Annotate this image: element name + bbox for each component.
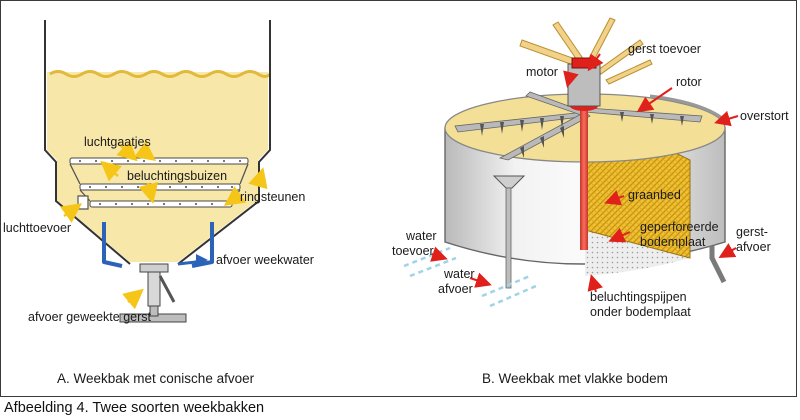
- arrow-ringsteunen-1: [223, 186, 247, 206]
- label-geperforeerde: geperforeerde: [640, 220, 719, 234]
- label-afvoer-weekwater: afvoer weekwater: [216, 253, 314, 267]
- tank-a-grain-surface: [49, 70, 272, 78]
- arrow-luchtgaatjes-1: [116, 140, 138, 162]
- arrow-motor: [563, 70, 579, 88]
- arrow-water-afvoer: [469, 272, 492, 288]
- label-ringsteunen: ringsteunen: [240, 190, 305, 204]
- label-gerst-toevoer: gerst toevoer: [628, 42, 701, 56]
- rotor-shaft: [580, 86, 588, 250]
- label-beluchtingsbuizen: beluchtingsbuizen: [127, 169, 227, 183]
- arrow-gerst-afvoer: [718, 243, 737, 258]
- water-pipe: [505, 187, 512, 289]
- caption-panel-b: B. Weekbak met vlakke bodem: [482, 371, 668, 386]
- figure-caption: Afbeelding 4. Twee soorten weekbakken: [4, 400, 265, 416]
- label-water-afvoer-1: water: [443, 267, 475, 281]
- label-afvoer-geweekte-gerst: afvoer geweekte gerst: [28, 310, 152, 324]
- bottom-valve: [119, 263, 187, 323]
- arrow-gerst-toevoer: [587, 53, 604, 72]
- label-beluchtingspijpen-1: beluchtingspijpen: [590, 290, 687, 304]
- arrow-luchtgaatjes-2: [134, 141, 156, 161]
- arrow-afvoer-gerst: [122, 288, 144, 310]
- label-motor: motor: [526, 65, 558, 79]
- grain-outlet-pipe: [709, 246, 727, 284]
- label-gerst-afvoer-2: afvoer: [736, 240, 771, 254]
- arrow-rotor: [636, 87, 673, 113]
- label-water-toevoer-1: water: [405, 229, 437, 243]
- label-gerst-afvoer-1: gerst-: [736, 225, 768, 239]
- arrow-luchttoevoer: [59, 203, 83, 223]
- tank-a-grain: [47, 72, 268, 262]
- motor-housing: [567, 63, 601, 107]
- arrow-ringsteunen-2: [248, 167, 268, 190]
- panel-b-flat-tank: gerst toevoer motor rotor overstort graa…: [392, 17, 789, 319]
- arrow-graanbed: [604, 190, 625, 206]
- panel-b-arrows: [430, 53, 739, 293]
- label-beluchtingspijpen-2: onder bodemplaat: [590, 305, 691, 319]
- water-outlet-arrow: [196, 254, 208, 266]
- caption-panel-a: A. Weekbak met conische afvoer: [57, 371, 255, 386]
- water-funnel: [492, 175, 526, 189]
- label-water-afvoer-2: afvoer: [438, 282, 473, 296]
- arrow-beluchtingsbuizen-1: [100, 160, 122, 182]
- label-bodemplaat: bodemplaat: [640, 235, 706, 249]
- label-rotor: rotor: [676, 75, 702, 89]
- arrow-water-toevoer: [430, 246, 448, 262]
- panel-a-arrows: [59, 140, 268, 310]
- label-luchttoevoer: luchttoevoer: [3, 221, 71, 235]
- label-overstort: overstort: [740, 109, 789, 123]
- label-graanbed: graanbed: [628, 188, 681, 202]
- aeration-pipe-lower: [89, 200, 233, 208]
- label-water-toevoer-2: toevoer: [392, 244, 434, 258]
- arrow-beluchtingspijpen: [587, 274, 603, 293]
- air-supply-pipe: [77, 195, 89, 210]
- arrow-overstort: [714, 110, 739, 127]
- rotor-blades: [480, 112, 684, 158]
- arrow-beluchtingsbuizen-2: [138, 182, 159, 204]
- aeration-pipe-middle: [79, 183, 241, 191]
- label-luchtgaatjes: luchtgaatjes: [84, 135, 151, 149]
- panel-a-conical-tank: luchtgaatjes beluchtingsbuizen ringsteun…: [3, 20, 314, 324]
- arrow-bodemplaat: [608, 227, 631, 243]
